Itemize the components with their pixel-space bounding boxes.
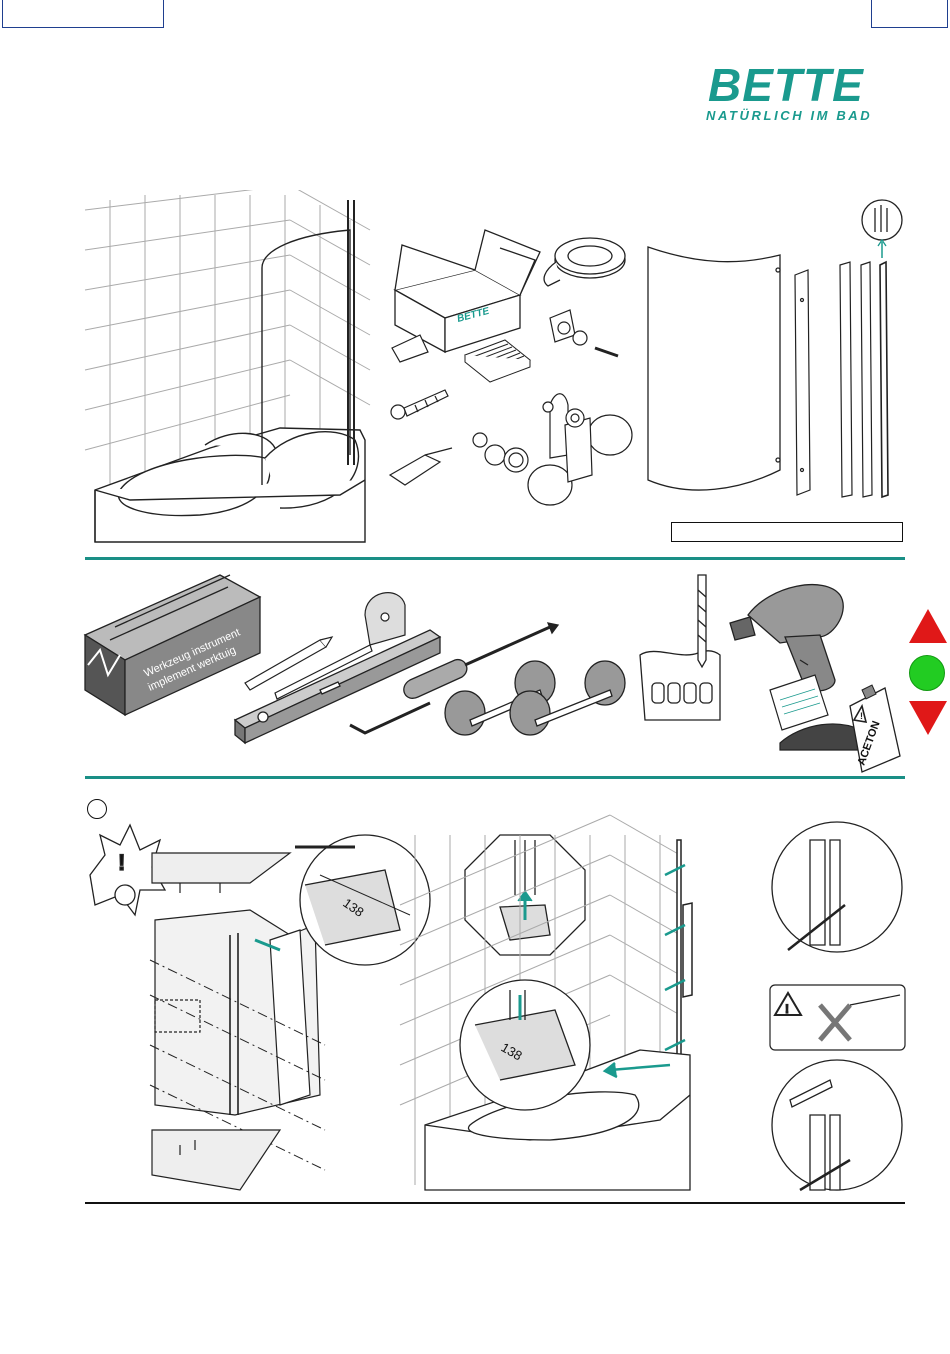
rubber-seal-roll-icon	[544, 238, 625, 286]
part-number-box	[671, 522, 903, 542]
seal-profile-detail-icon	[862, 200, 902, 258]
footer-rule	[85, 1202, 905, 1204]
seal-profile-icon	[840, 262, 888, 497]
allen-key-icon	[350, 703, 430, 733]
stop-arrow-up-icon[interactable]	[909, 609, 947, 643]
cardboard-box-icon	[395, 230, 540, 352]
bracket-icon	[550, 310, 618, 356]
power-drill-icon	[730, 585, 843, 691]
drill-bit-icon	[698, 575, 706, 667]
step-illustration: ! 138	[80, 795, 910, 1195]
drill-mark-detail-icon	[772, 822, 902, 952]
profile-assembly-icon	[155, 910, 320, 1115]
toolbox-icon	[85, 575, 260, 715]
wall-plug-icon	[390, 448, 452, 485]
suction-lifter-icon	[445, 661, 625, 735]
stop-arrow-down-icon[interactable]	[909, 701, 947, 735]
section-divider-1	[85, 557, 905, 560]
corner-box-left	[2, 0, 164, 28]
svg-text:!: !	[860, 711, 863, 721]
base-plate-icon	[152, 1130, 280, 1190]
svg-text:!: !	[118, 850, 125, 875]
acetone-bottle-icon: ! ACETON	[840, 676, 910, 776]
brand-tagline: NATÜRLICH IM BAD	[706, 108, 872, 123]
shower-rail-icon	[677, 840, 692, 1055]
screw-icon	[391, 390, 448, 419]
brand-logo: BETTE	[708, 62, 864, 108]
hinge-set-icon	[473, 394, 632, 505]
svg-text:!: !	[785, 1002, 789, 1016]
tile-icon	[640, 651, 720, 720]
measure-detail-bottom-icon	[460, 980, 590, 1110]
dowel-detail-icon	[772, 1060, 902, 1190]
corner-box-right	[871, 0, 948, 28]
tools-illustration: Werkzeug instrument implement werktuig	[80, 565, 860, 770]
glass-panel-icon	[648, 247, 780, 490]
bathtub-icon	[95, 428, 365, 542]
warning-panel-icon: !	[770, 985, 905, 1050]
profile-top-view-icon	[152, 853, 290, 893]
parts-illustration: BETTE	[80, 190, 910, 555]
spacer-pack-icon	[465, 340, 530, 382]
wall-profile-icon	[795, 270, 810, 495]
octagon-detail-icon	[465, 835, 585, 955]
go-circle-icon[interactable]	[909, 655, 945, 691]
section-divider-2	[85, 776, 905, 779]
